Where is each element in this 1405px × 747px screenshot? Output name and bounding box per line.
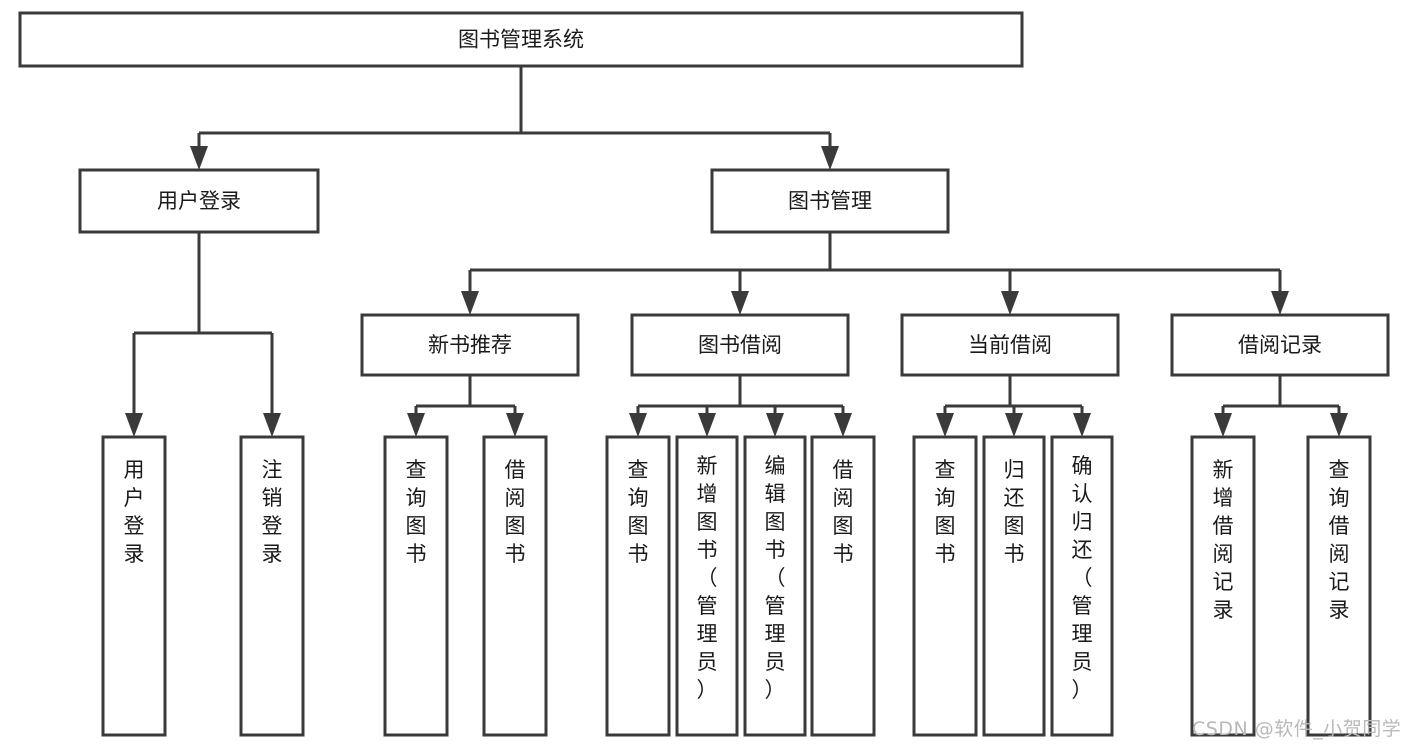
connector-group-root_to_level1 [197, 66, 832, 150]
arrow-head-icon [407, 413, 425, 437]
node-new-book-recommend[interactable]: 新书推荐 [360, 313, 580, 377]
node-label: 图书借阅 [698, 333, 782, 357]
node-layer: 图书管理系统用户登录图书管理新书推荐图书借阅当前借阅借阅记录用户登录注销登录查询… [18, 11, 1390, 737]
node-book-borrow[interactable]: 图书借阅 [630, 313, 850, 377]
node-leaf-edit-book-admin[interactable]: 编辑图书（管理员） [743, 435, 807, 737]
node-box[interactable] [78, 168, 320, 234]
node-leaf-user-logout[interactable]: 注销登录 [239, 435, 305, 737]
node-box[interactable] [383, 435, 449, 737]
node-label: 借阅图书 [833, 458, 854, 566]
node-label: 用户登录 [124, 458, 145, 566]
node-leaf-query-book-borrow[interactable]: 查询图书 [605, 435, 671, 737]
arrow-head-icon [190, 146, 208, 170]
arrow-head-icon [1073, 413, 1091, 437]
node-box[interactable] [810, 435, 876, 737]
arrow-head-icon [1330, 413, 1348, 437]
arrow-head-icon [1271, 291, 1289, 315]
node-book-management[interactable]: 图书管理 [710, 168, 950, 234]
node-label: 查询图书 [935, 458, 956, 566]
arrow-head-icon [766, 413, 784, 437]
node-box[interactable] [982, 435, 1046, 737]
connector-group-book_borrow_to_leaves [636, 375, 845, 417]
node-box[interactable] [239, 435, 305, 737]
arrow-head-icon [263, 413, 281, 437]
connector-group-new_book_recommend_to_leaves [414, 375, 517, 417]
node-label: 图书管理 [788, 189, 872, 213]
node-leaf-confirm-return-admin[interactable]: 确认归还（管理员） [1050, 435, 1114, 737]
node-label: 新书推荐 [428, 333, 512, 357]
connector-layer [125, 66, 1348, 437]
arrow-head-icon [1001, 291, 1019, 315]
arrow-head-icon [698, 413, 716, 437]
connector-group-current_borrow_to_leaves [943, 375, 1084, 417]
node-box[interactable] [1306, 435, 1372, 737]
node-box[interactable] [101, 435, 167, 737]
node-borrow-records[interactable]: 借阅记录 [1170, 313, 1390, 377]
node-box[interactable] [710, 168, 950, 234]
node-label: 查询借阅记录 [1329, 458, 1350, 622]
node-box[interactable] [605, 435, 671, 737]
node-leaf-return-book[interactable]: 归还图书 [982, 435, 1046, 737]
node-box[interactable] [743, 435, 807, 737]
node-user-login[interactable]: 用户登录 [78, 168, 320, 234]
node-label: 查询图书 [628, 458, 649, 566]
node-current-borrow[interactable]: 当前借阅 [900, 313, 1120, 377]
node-leaf-query-borrow-record[interactable]: 查询借阅记录 [1306, 435, 1372, 737]
node-label: 新增借阅记录 [1213, 458, 1234, 622]
node-box[interactable] [18, 11, 1024, 68]
node-box[interactable] [1050, 435, 1114, 737]
node-label: 当前借阅 [968, 333, 1052, 357]
node-leaf-user-login[interactable]: 用户登录 [101, 435, 167, 737]
node-label: 借阅记录 [1238, 333, 1322, 357]
node-box[interactable] [1190, 435, 1256, 737]
connector-group-borrow_records_to_leaves [1221, 375, 1341, 417]
node-box[interactable] [482, 435, 548, 737]
node-root[interactable]: 图书管理系统 [18, 11, 1024, 68]
arrow-head-icon [125, 413, 143, 437]
node-label: 归还图书 [1004, 458, 1025, 566]
connector-group-user_login_to_leaves [132, 232, 274, 417]
node-label: 用户登录 [157, 189, 241, 213]
arrow-head-icon [936, 413, 954, 437]
arrow-head-icon [731, 291, 749, 315]
node-label: 确认归还（管理员） [1072, 454, 1093, 702]
node-label: 图书管理系统 [458, 28, 584, 52]
arrow-head-icon [629, 413, 647, 437]
node-label: 新增图书（管理员） [697, 454, 718, 702]
node-label: 借阅图书 [505, 458, 526, 566]
arrow-head-icon [506, 413, 524, 437]
node-box[interactable] [900, 313, 1120, 377]
node-box[interactable] [630, 313, 850, 377]
arrow-head-icon [461, 291, 479, 315]
node-label: 编辑图书（管理员） [765, 454, 786, 702]
node-box[interactable] [1170, 313, 1390, 377]
node-box[interactable] [360, 313, 580, 377]
csdn-watermark: CSDN @软件_小贺同学 [1192, 718, 1402, 740]
arrow-head-icon [834, 413, 852, 437]
node-leaf-add-borrow-record[interactable]: 新增借阅记录 [1190, 435, 1256, 737]
node-label: 查询图书 [406, 458, 427, 566]
connector-group-book_management_to_level2 [468, 232, 1282, 295]
node-leaf-borrow-book[interactable]: 借阅图书 [810, 435, 876, 737]
arrow-head-icon [1214, 413, 1232, 437]
node-leaf-query-book-current[interactable]: 查询图书 [912, 435, 978, 737]
node-leaf-query-book-recommend[interactable]: 查询图书 [383, 435, 449, 737]
arrow-head-icon [1005, 413, 1023, 437]
node-label: 注销登录 [262, 458, 283, 566]
node-leaf-add-book-admin[interactable]: 新增图书（管理员） [675, 435, 739, 737]
node-box[interactable] [675, 435, 739, 737]
node-leaf-borrow-book-recommend[interactable]: 借阅图书 [482, 435, 548, 737]
node-box[interactable] [912, 435, 978, 737]
arrow-head-icon [821, 146, 839, 170]
